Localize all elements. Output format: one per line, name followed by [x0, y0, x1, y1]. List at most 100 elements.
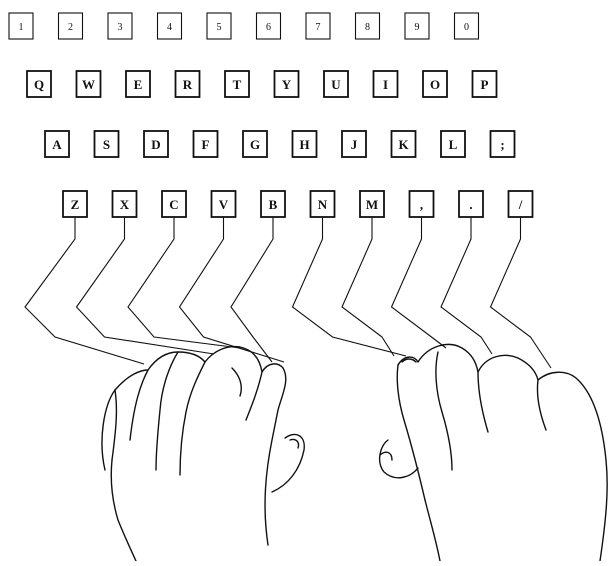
key-label: X: [120, 197, 130, 212]
key-label: 5: [217, 22, 222, 33]
leader-line-8: [392, 217, 447, 348]
right-wrist: [425, 500, 440, 561]
key-bottom-3: C: [162, 191, 186, 217]
key-label: N: [318, 197, 328, 212]
key-bottom-10: /: [509, 191, 533, 217]
key-label: A: [52, 137, 62, 152]
key-bottom-2: X: [113, 191, 137, 217]
key-home-7: J: [342, 131, 366, 157]
right-index-nail: [402, 359, 416, 362]
key-home-9: L: [441, 131, 465, 157]
left-ring: [156, 352, 178, 470]
key-label: 6: [266, 22, 271, 33]
leader-line-4: [180, 217, 285, 362]
key-label: W: [82, 77, 95, 92]
leader-line-1: [25, 217, 144, 364]
key-bottom-4: V: [212, 191, 236, 217]
key-number-10: 0: [455, 13, 479, 39]
key-number-6: 6: [257, 13, 281, 39]
key-label: 9: [415, 22, 420, 33]
key-label: P: [481, 77, 489, 92]
key-label: 1: [19, 22, 24, 33]
right-index: [397, 365, 425, 500]
key-label: F: [202, 137, 210, 152]
key-label: J: [351, 137, 358, 152]
key-label: H: [299, 137, 309, 152]
key-home-10: ;: [491, 131, 515, 157]
left-pinky: [112, 370, 148, 460]
leader-line-9: [441, 217, 492, 354]
key-upper-3: E: [126, 71, 150, 97]
key-label: Q: [34, 77, 44, 92]
key-home-6: H: [293, 131, 317, 157]
key-number-7: 7: [306, 13, 330, 39]
key-label: U: [331, 77, 341, 92]
key-label: ,: [420, 197, 423, 212]
right-ring: [478, 372, 488, 432]
key-bottom-9: .: [459, 191, 483, 217]
key-number-4: 4: [158, 13, 182, 39]
key-label: R: [183, 77, 193, 92]
left-hand: [102, 347, 304, 561]
key-label: S: [103, 137, 110, 152]
key-label: D: [151, 137, 160, 152]
key-number-9: 9: [405, 13, 429, 39]
key-label: Y: [282, 77, 292, 92]
key-label: 2: [68, 22, 73, 33]
left-wrist: [111, 460, 136, 561]
right-thumb-nail: [380, 452, 392, 460]
right-hand-outline: [398, 344, 607, 561]
key-label: 3: [118, 22, 123, 33]
key-label: E: [134, 77, 143, 92]
finger-leader-lines: [25, 217, 551, 368]
key-home-1: A: [45, 131, 69, 157]
leader-line-5: [231, 217, 273, 362]
key-number-5: 5: [207, 13, 231, 39]
key-home-8: K: [392, 131, 416, 157]
left-index: [246, 372, 262, 420]
right-hand: [380, 344, 608, 561]
right-middle: [436, 352, 452, 470]
key-home-3: D: [144, 131, 168, 157]
key-label: Z: [71, 197, 80, 212]
key-bottom-6: N: [311, 191, 335, 217]
key-upper-8: I: [374, 71, 398, 97]
keyboard-keys: 1 2 3 4 5 6 7 8 9 0Q W E R T Y U IO P A S D F G H J K L; Z X C VB N M,. /: [9, 13, 533, 217]
left-middle: [180, 362, 205, 475]
key-label: 4: [167, 22, 172, 33]
leader-line-7: [342, 217, 394, 356]
key-bottom-5: B: [261, 191, 285, 217]
leader-line-10: [491, 217, 552, 368]
key-label: T: [233, 77, 242, 92]
key-upper-4: R: [176, 71, 200, 97]
key-number-8: 8: [356, 13, 380, 39]
key-label: ;: [500, 137, 504, 152]
key-upper-10: P: [473, 71, 497, 97]
left-thumb: [272, 434, 304, 492]
key-label: G: [250, 137, 260, 152]
key-number-3: 3: [108, 13, 132, 39]
key-label: /: [518, 197, 523, 212]
key-home-2: S: [95, 131, 119, 157]
key-label: 7: [316, 22, 321, 33]
key-number-1: 1: [9, 13, 33, 39]
hands: [102, 344, 607, 561]
left-index-nail: [232, 368, 241, 396]
right-thumb: [380, 440, 418, 478]
key-label: M: [366, 197, 378, 212]
key-bottom-7: M: [360, 191, 384, 217]
key-upper-5: T: [225, 71, 249, 97]
key-upper-2: W: [77, 71, 101, 97]
left-hand-outline: [102, 347, 286, 545]
key-upper-7: U: [324, 71, 348, 97]
key-bottom-8: ,: [410, 191, 434, 217]
key-label: L: [449, 137, 458, 152]
key-label: C: [169, 197, 178, 212]
key-label: 8: [365, 22, 370, 33]
key-upper-6: Y: [275, 71, 299, 97]
key-upper-9: O: [423, 71, 447, 97]
key-home-4: F: [194, 131, 218, 157]
key-home-5: G: [243, 131, 267, 157]
